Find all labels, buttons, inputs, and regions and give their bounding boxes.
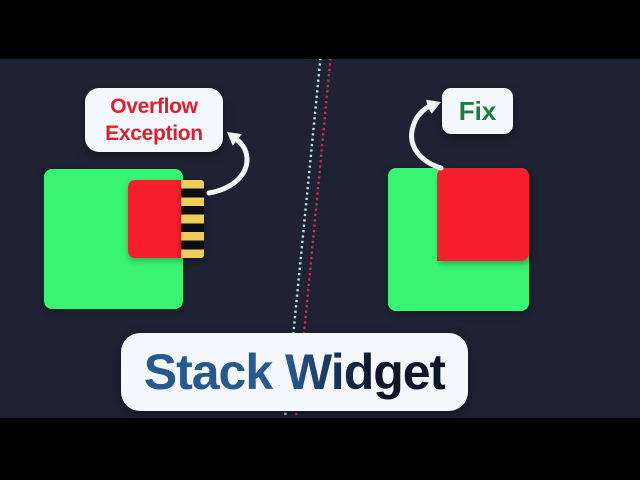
fix-label: Fix <box>442 88 513 134</box>
right-red-child-square <box>437 168 529 261</box>
left-red-overflow-box <box>128 180 181 258</box>
title-pill: Stack Widget <box>121 333 468 411</box>
overflow-label-line2: Exception <box>105 122 203 145</box>
red-dotted-line <box>294 57 332 419</box>
page-title: Stack Widget <box>143 344 447 400</box>
overflow-stripes-indicator <box>181 180 204 258</box>
bottom-letterbox-bar <box>0 418 640 480</box>
top-letterbox-bar <box>0 0 640 59</box>
teal-dotted-line <box>283 57 322 419</box>
overflow-exception-label: Overflow Exception <box>85 88 223 152</box>
fix-label-text: Fix <box>458 95 497 126</box>
overflow-label-line1: Overflow <box>110 95 198 118</box>
